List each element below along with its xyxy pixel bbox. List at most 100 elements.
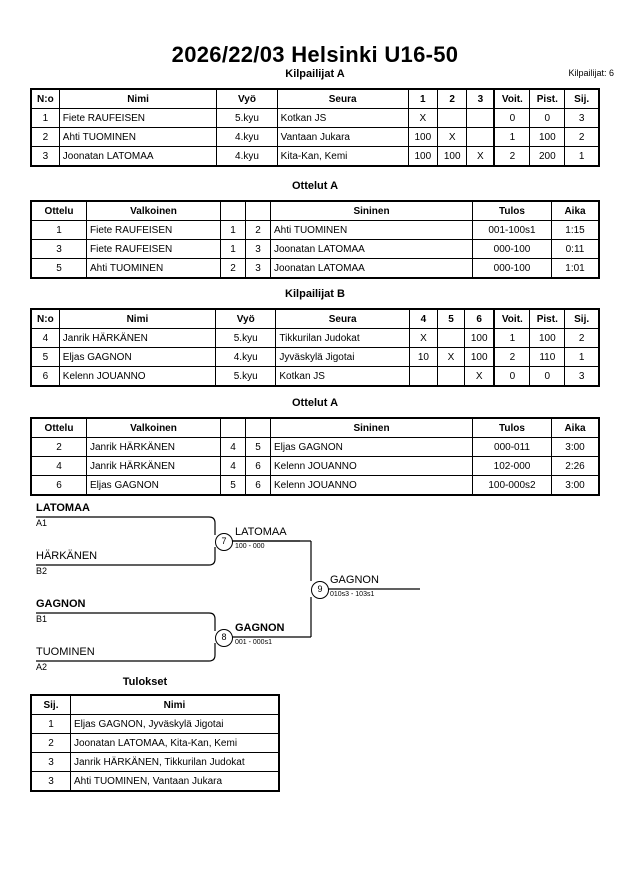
elimination-bracket: LATOMAA A1 HÄRKÄNEN B2 GAGNON B1 TUOMINE… [0,495,630,675]
col-name: Nimi [58,88,218,109]
bracket-entry-seed: B1 [36,614,48,624]
bracket-entry-seed: A1 [36,518,48,528]
bracket-match-number: 9 [311,581,329,599]
table-row: 5 Eljas GAGNON 4.kyu Jyväskylä Jigotai 1… [30,347,600,367]
cell-white: Ahti TUOMINEN [86,258,221,279]
bracket-winner-name: GAGNON [235,622,285,634]
matches-a-heading: Ottelut A [291,180,339,192]
col-belt: Vyö [215,308,277,329]
table-row: 1 Fiete RAUFEISEN 1 2 Ahti TUOMINEN 001-… [30,220,600,240]
cell-blue: Joonatan LATOMAA [270,258,473,279]
cell-white-no: 5 [220,475,246,496]
cell-score: 100 [464,347,495,367]
cell-name: Ahti TUOMINEN, Vantaan Jukara [70,771,280,792]
cell-name: Janrik HÄRKÄNEN, Tikkurilan Judokat [70,752,280,772]
table-row: 2 Janrik HÄRKÄNEN 4 5 Eljas GAGNON 000-0… [30,437,600,457]
cell-white: Fiete RAUFEISEN [86,239,221,259]
cell-name: Joonatan LATOMAA, Kita-Kan, Kemi [70,733,280,753]
bracket-entry-name: TUOMINEN [36,646,95,658]
cell-result: 000-011 [472,437,552,457]
cell-club: Vantaan Jukara [276,127,409,147]
bracket-entry-seed: A2 [36,662,48,672]
table-row: 3 Janrik HÄRKÄNEN, Tikkurilan Judokat [30,752,280,772]
page-title: 2026/22/03 Helsinki U16-50 [171,42,459,67]
col-points: Pist. [529,88,566,109]
results-heading: Tulokset [122,676,168,688]
cell-blue-no: 3 [245,239,271,259]
col-blue-no [245,200,271,221]
cell-wins: 0 [493,366,531,387]
col-blue: Sininen [270,417,473,438]
cell-score [436,366,466,387]
cell-rank: 1 [30,714,71,734]
cell-score [408,366,438,387]
cell-blue-no: 6 [245,456,271,476]
col-result: Tulos [472,200,552,221]
bracket-match-number: 8 [215,629,233,647]
bracket-entry-name: LATOMAA [36,502,90,514]
bracket-match-number: 7 [215,533,233,551]
cell-no: 3 [30,146,60,167]
cell-rank: 3 [30,771,71,792]
cell-club: Kotkan JS [275,366,410,387]
cell-match: 1 [30,220,87,240]
pool-a-table: N:o Nimi Vyö Seura 1 2 3 Voit. Pist. Sij… [30,88,600,167]
col-belt: Vyö [216,88,278,109]
cell-no: 4 [30,328,60,348]
cell-blue: Ahti TUOMINEN [270,220,473,240]
col-time: Aika [551,417,600,438]
cell-club: Jyväskylä Jigotai [275,347,410,367]
cell-white: Janrik HÄRKÄNEN [86,437,221,457]
table-row: 6 Eljas GAGNON 5 6 Kelenn JOUANNO 100-00… [30,475,600,496]
table-row: 3 Ahti TUOMINEN, Vantaan Jukara [30,771,280,792]
col-score-4: 4 [408,308,438,329]
cell-score: 100 [464,328,495,348]
table-header-row: N:o Nimi Vyö Seura 4 5 6 Voit. Pist. Sij… [30,308,600,329]
cell-white-no: 2 [220,258,246,279]
cell-wins: 2 [493,347,531,367]
col-result: Tulos [472,417,552,438]
col-score-6: 6 [464,308,495,329]
cell-match: 6 [30,475,87,496]
cell-belt: 4.kyu [216,146,278,167]
cell-no: 5 [30,347,60,367]
col-time: Aika [551,200,600,221]
cell-name: Joonatan LATOMAA [58,146,218,167]
col-score-3: 3 [466,88,495,109]
results-table: Sij. Nimi 1 Eljas GAGNON, Jyväskylä Jigo… [30,694,280,792]
bracket-score: 001 - 000s1 [235,639,272,646]
col-club: Seura [275,308,410,329]
cell-blue-no: 3 [245,258,271,279]
cell-match: 5 [30,258,87,279]
col-blue: Sininen [270,200,473,221]
col-points: Pist. [529,308,566,329]
cell-rank: 2 [564,127,600,147]
cell-points: 0 [529,366,566,387]
cell-points: 0 [529,108,566,128]
cell-blue: Kelenn JOUANNO [270,456,473,476]
cell-time: 1:15 [551,220,600,240]
cell-time: 0:11 [551,239,600,259]
cell-score: 10 [408,347,438,367]
col-no: N:o [30,308,60,329]
cell-rank: 2 [30,733,71,753]
cell-score: X [464,366,495,387]
cell-name: Eljas GAGNON, Jyväskylä Jigotai [70,714,280,734]
cell-rank: 1 [564,146,600,167]
table-row: 3 Fiete RAUFEISEN 1 3 Joonatan LATOMAA 0… [30,239,600,259]
cell-rank: 3 [30,752,71,772]
cell-result: 102-000 [472,456,552,476]
cell-points: 200 [529,146,566,167]
cell-blue-no: 2 [245,220,271,240]
col-rank: Sij. [30,694,71,715]
cell-no: 2 [30,127,60,147]
bracket-entry-seed: B2 [36,566,48,576]
table-row: 2 Joonatan LATOMAA, Kita-Kan, Kemi [30,733,280,753]
cell-time: 2:26 [551,456,600,476]
col-blue-no [245,417,271,438]
cell-name: Kelenn JOUANNO [58,366,217,387]
cell-rank: 1 [564,347,600,367]
cell-points: 110 [529,347,566,367]
bracket-winner-name: LATOMAA [235,526,287,538]
